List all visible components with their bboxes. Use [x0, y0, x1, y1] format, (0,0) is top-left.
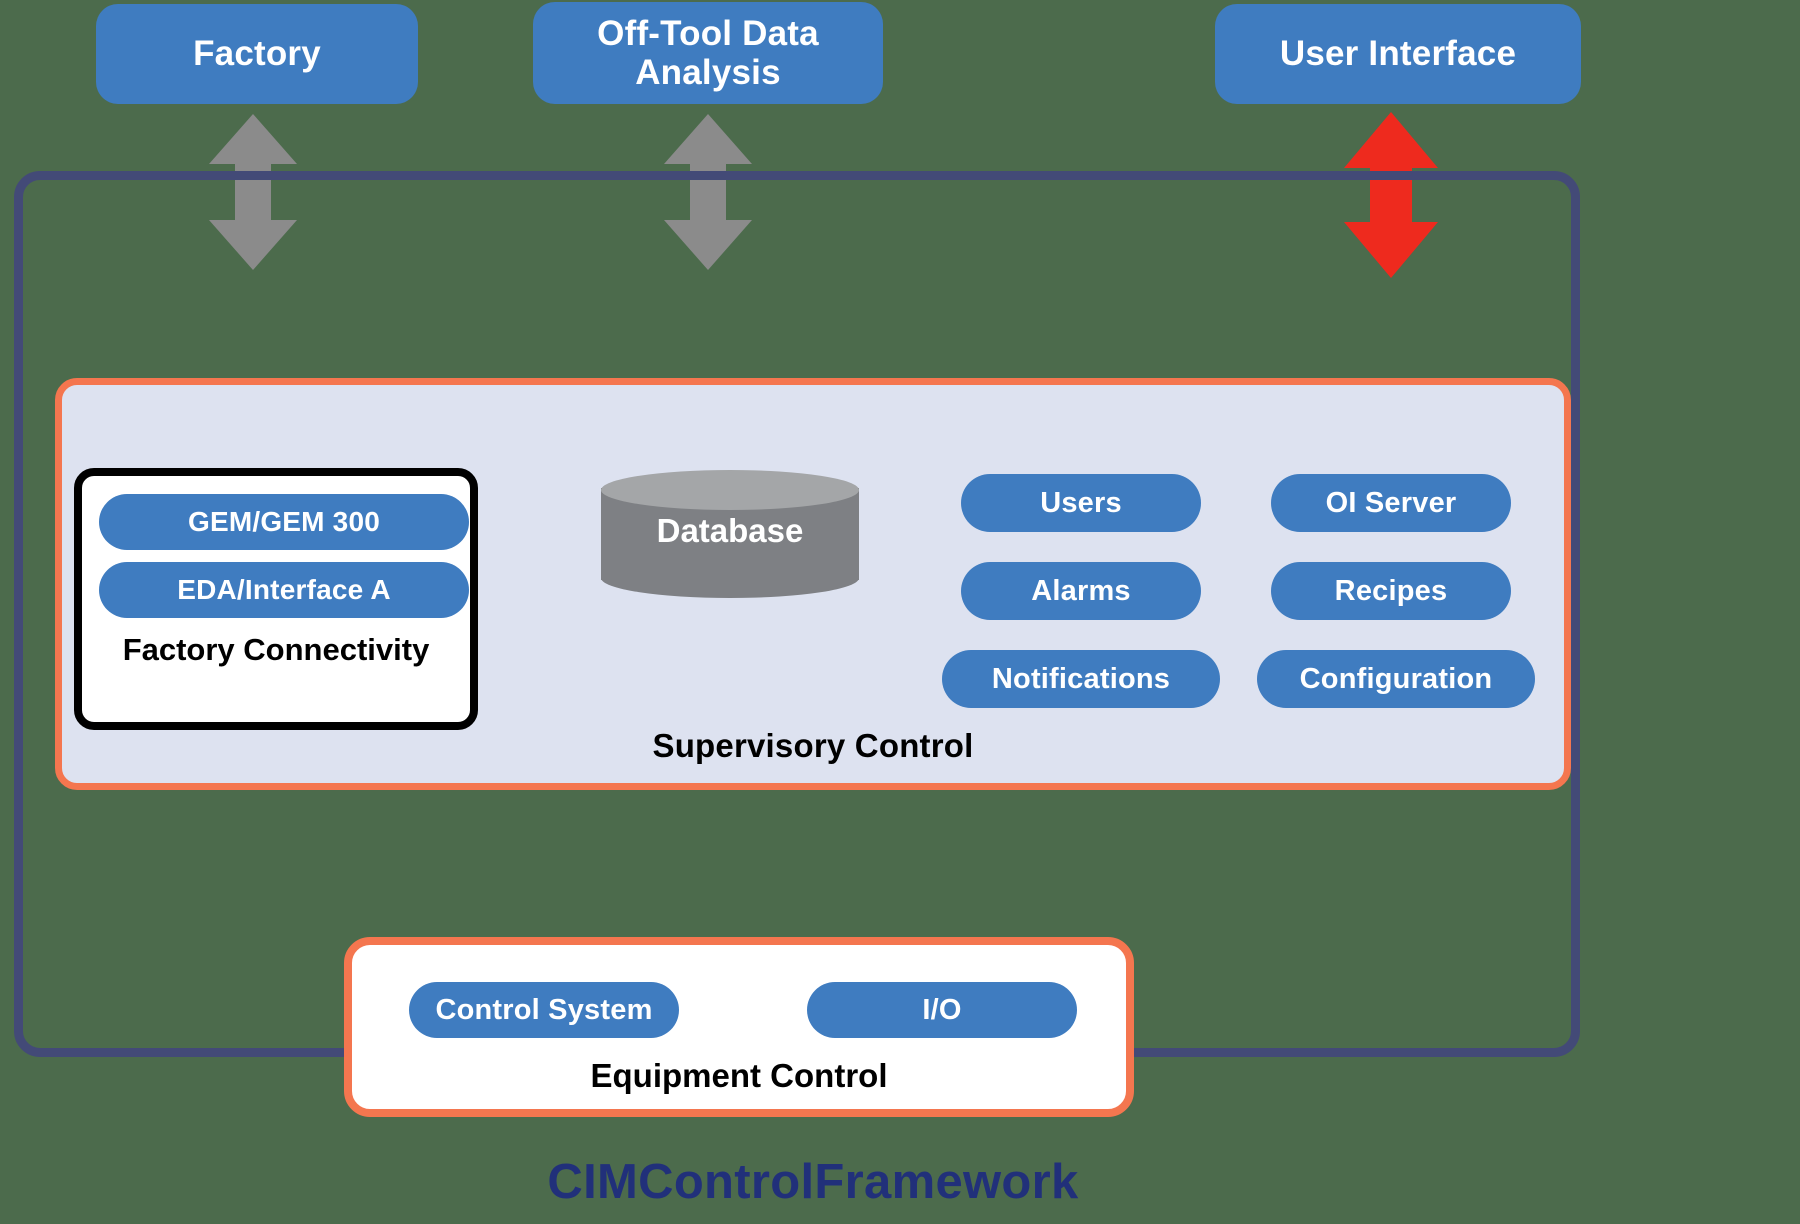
pill-configuration[interactable]: Configuration	[1257, 650, 1535, 708]
arrow-user-interface-bidirectional	[1344, 112, 1438, 278]
equipment-control-label: Equipment Control	[590, 1057, 888, 1094]
equipment-control-group: Control System I/O Equipment Control	[344, 937, 1134, 1117]
pill-users[interactable]: Users	[961, 474, 1201, 532]
pill-eda-interface-a[interactable]: EDA/Interface A	[99, 562, 469, 618]
database-top-ellipse	[601, 470, 859, 510]
pill-recipes-label: Recipes	[1334, 574, 1448, 607]
pill-oi-server[interactable]: OI Server	[1271, 474, 1511, 532]
factory-connectivity-group: GEM/GEM 300 EDA/Interface A Factory Conn…	[74, 468, 478, 730]
pill-control-system-label: Control System	[435, 993, 653, 1026]
pill-notifications-label: Notifications	[991, 662, 1171, 695]
node-user-interface[interactable]: User Interface	[1215, 4, 1581, 104]
framework-title: CIMControlFramework	[547, 1155, 1079, 1209]
factory-connectivity-label: Factory Connectivity	[122, 632, 430, 667]
pill-io-label: I/O	[922, 993, 962, 1026]
pill-oi-server-label: OI Server	[1325, 486, 1457, 519]
pill-control-system[interactable]: Control System	[409, 982, 679, 1038]
pill-io[interactable]: I/O	[807, 982, 1077, 1038]
node-factory[interactable]: Factory	[96, 4, 418, 104]
node-factory-label: Factory	[193, 34, 321, 74]
pill-eda-interface-a-label: EDA/Interface A	[177, 574, 391, 605]
database-label: Database	[656, 512, 804, 549]
supervisory-control-label: Supervisory Control	[652, 727, 974, 764]
pill-recipes[interactable]: Recipes	[1271, 562, 1511, 620]
arrow-offtool-bidirectional	[664, 114, 752, 270]
pill-notifications[interactable]: Notifications	[942, 650, 1220, 708]
database-cylinder: Database	[601, 470, 859, 598]
pill-configuration-label: Configuration	[1299, 662, 1493, 695]
pill-alarms-label: Alarms	[1031, 574, 1131, 607]
framework-container: GEM/GEM 300 EDA/Interface A Factory Conn…	[14, 171, 1580, 1209]
arrow-factory-bidirectional	[209, 114, 297, 270]
pill-users-label: Users	[1040, 486, 1122, 519]
pill-alarms[interactable]: Alarms	[961, 562, 1201, 620]
pill-gem-gem-300[interactable]: GEM/GEM 300	[99, 494, 469, 550]
pill-gem-gem-300-label: GEM/GEM 300	[187, 506, 381, 537]
node-user-interface-label: User Interface	[1279, 34, 1517, 74]
